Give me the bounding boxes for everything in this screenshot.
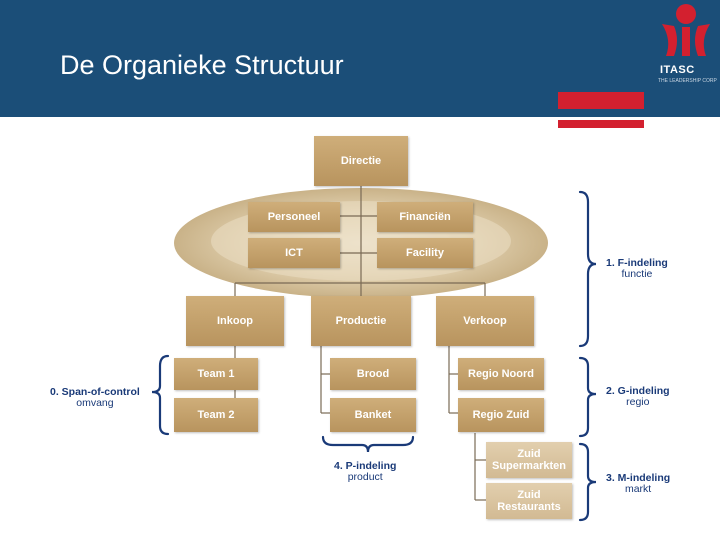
- label-span-title: 0. Span-of-control: [50, 386, 140, 398]
- label-g-indeling: 2. G-indeling regio: [606, 386, 670, 408]
- box-productie: Productie: [311, 296, 411, 346]
- label-m-sub: markt: [624, 483, 652, 495]
- label-f-title: 1. F-indeling: [606, 257, 668, 269]
- box-regio-zuid: Regio Zuid: [458, 398, 544, 432]
- box-regio-noord: Regio Noord: [458, 358, 544, 390]
- label-g-sub: regio: [626, 396, 650, 408]
- label-span-sub: omvang: [76, 397, 114, 409]
- box-verkoop: Verkoop: [436, 296, 534, 346]
- accent-bar-bottom: [558, 120, 644, 128]
- page-title: De Organieke Structuur: [60, 50, 344, 80]
- box-zuid-supermarkten: Zuid Supermarkten: [486, 442, 572, 478]
- header-bar: De Organieke Structuur: [0, 0, 720, 117]
- accent-bar-top: [558, 92, 644, 109]
- box-team-1: Team 1: [174, 358, 258, 390]
- brace-p: [321, 435, 415, 453]
- box-inkoop: Inkoop: [186, 296, 284, 346]
- box-financien: Financiën: [377, 202, 473, 232]
- box-directie: Directie: [314, 136, 408, 186]
- brace-m: [578, 442, 597, 522]
- label-span-of-control: 0. Span-of-control omvang: [50, 387, 140, 409]
- label-p-title: 4. P-indeling: [334, 460, 397, 472]
- label-p-sub: product: [347, 471, 383, 483]
- logo-tagline: THE LEADERSHIP CORP: [658, 78, 717, 84]
- box-team-2: Team 2: [174, 398, 258, 432]
- label-f-sub: functie: [621, 268, 653, 280]
- label-f-indeling: 1. F-indeling functie: [606, 258, 668, 280]
- label-g-title: 2. G-indeling: [606, 385, 670, 397]
- itasc-logo-icon: [662, 4, 710, 56]
- box-facility: Facility: [377, 238, 473, 268]
- label-m-indeling: 3. M-indeling markt: [606, 473, 670, 495]
- logo-name: ITASC: [660, 64, 695, 76]
- label-m-title: 3. M-indeling: [606, 472, 671, 484]
- box-ict: ICT: [248, 238, 340, 268]
- box-banket: Banket: [330, 398, 416, 432]
- box-personeel: Personeel: [248, 202, 340, 232]
- label-p-indeling: 4. P-indeling product: [334, 461, 396, 483]
- brace-f: [578, 190, 597, 348]
- box-zuid-restaurants: Zuid Restaurants: [486, 483, 572, 519]
- box-brood: Brood: [330, 358, 416, 390]
- brace-g: [578, 356, 597, 438]
- brace-span: [151, 354, 170, 436]
